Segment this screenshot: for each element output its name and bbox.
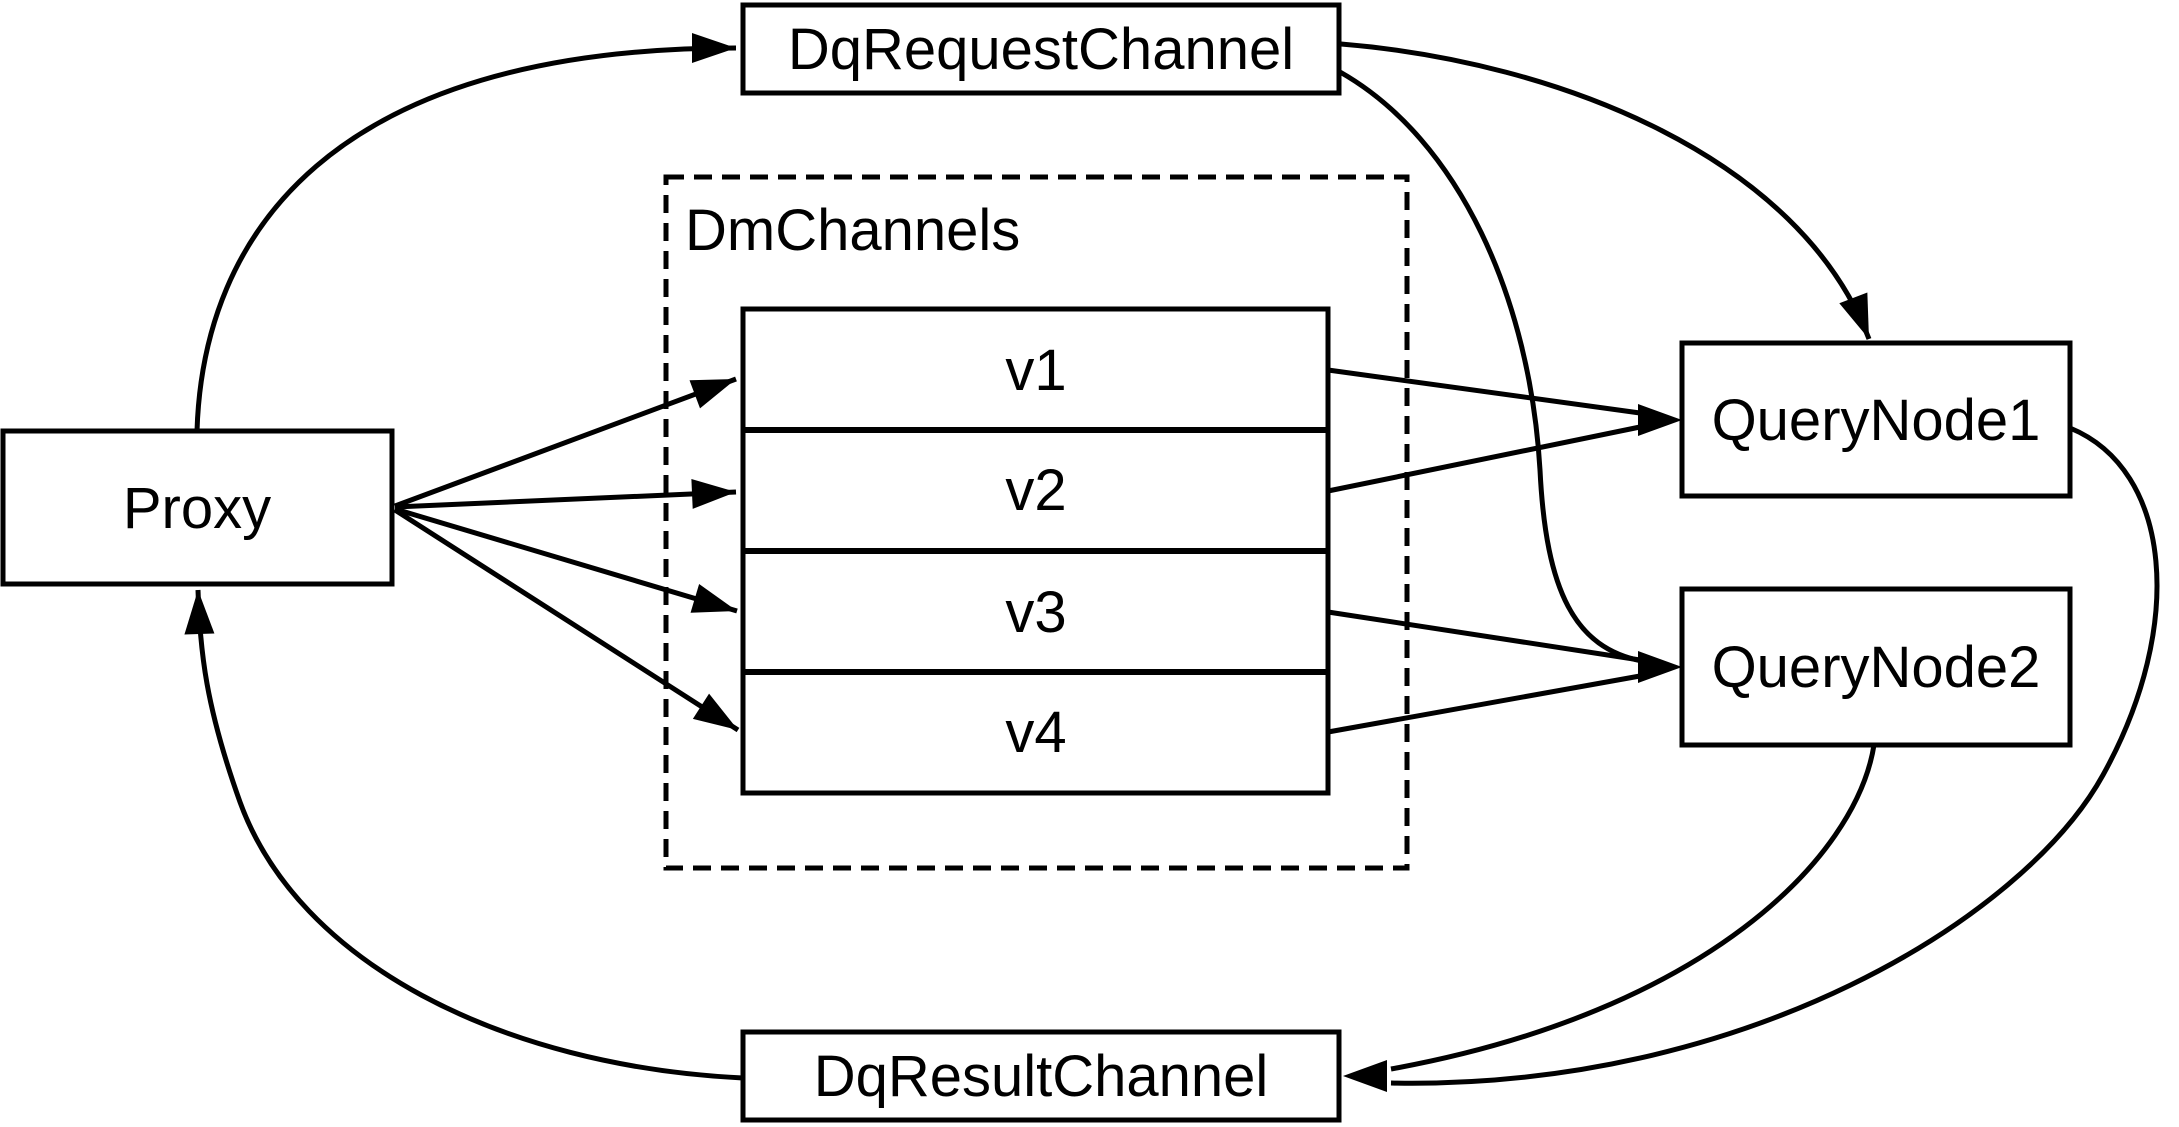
dqresultchannel-label: DqResultChannel xyxy=(814,1044,1269,1109)
arrowhead-into-querynode1 xyxy=(1638,404,1682,436)
edge-v4-to-querynode2 xyxy=(1327,673,1641,735)
edge-proxy-to-v4 xyxy=(393,507,740,733)
node-dqrequestchannel: DqRequestChannel xyxy=(740,2,1342,96)
proxy-label: Proxy xyxy=(123,476,271,541)
edges xyxy=(184,33,2160,1092)
arrowhead-into-querynode2 xyxy=(1638,651,1682,683)
edge-dqresultchannel-to-proxy xyxy=(184,589,744,1081)
node-dqresultchannel: DqResultChannel xyxy=(740,1029,1342,1123)
row-v2-label: v2 xyxy=(1005,458,1066,523)
row-v1-label: v1 xyxy=(1005,338,1066,403)
edge-querynode1-to-dqresultchannel xyxy=(1390,425,2160,1086)
edge-proxy-to-v2 xyxy=(394,478,737,510)
querynode2-box xyxy=(1679,586,2073,748)
edge-proxy-to-v1 xyxy=(394,376,737,509)
edge-v2-to-querynode1 xyxy=(1327,424,1641,494)
row-v4-label: v4 xyxy=(1005,700,1066,765)
querynode1-label: QueryNode1 xyxy=(1712,388,2041,453)
dqrequestchannel-box xyxy=(740,2,1342,96)
querynode2-label: QueryNode2 xyxy=(1712,635,2041,700)
edge-dqrequestchannel-to-querynode2 xyxy=(1338,69,1643,664)
row-v3-label: v3 xyxy=(1005,580,1066,645)
proxy-box xyxy=(0,428,395,587)
arrowhead-into-dqresultchannel xyxy=(1343,1060,1387,1092)
group-dmchannels: DmChannels v1 v2 v3 v4 xyxy=(663,174,1410,871)
node-querynode1: QueryNode1 xyxy=(1679,340,2073,499)
edge-dqrequestchannel-to-querynode1 xyxy=(1340,41,1872,340)
node-proxy: Proxy xyxy=(0,428,395,587)
querynode1-box xyxy=(1679,340,2073,499)
node-querynode2: QueryNode2 xyxy=(1679,586,2073,748)
edge-v1-to-querynode1 xyxy=(1327,367,1641,416)
dqrequestchannel-label: DqRequestChannel xyxy=(788,17,1294,82)
edge-v3-to-querynode2 xyxy=(1327,609,1641,663)
edge-proxy-to-dqrequestchannel xyxy=(194,33,737,432)
edge-querynode2-to-dqresultchannel xyxy=(1390,744,1877,1072)
edge-proxy-to-v3 xyxy=(394,506,738,614)
dmchannels-label: DmChannels xyxy=(685,198,1020,263)
dmchannels-dashed-box xyxy=(663,174,1410,871)
dqresultchannel-box xyxy=(740,1029,1342,1123)
